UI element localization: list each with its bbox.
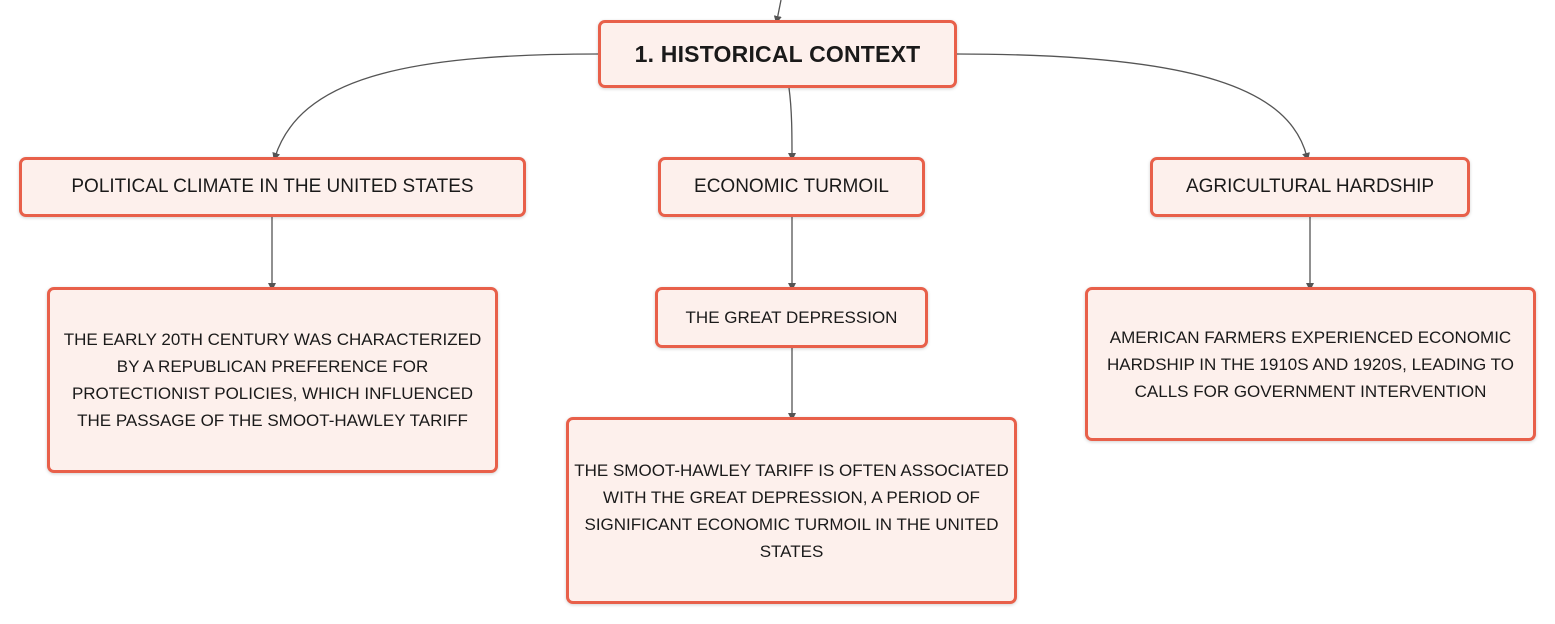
node-great-depression-detail[interactable]: THE SMOOT-HAWLEY TARIFF IS OFTEN ASSOCIA…: [566, 417, 1017, 604]
node-historical-context[interactable]: 1. HISTORICAL CONTEXT: [598, 20, 957, 88]
node-political-climate-label: POLITICAL CLIMATE IN THE UNITED STATES: [71, 176, 474, 197]
connector-root-to-agricultural: [956, 53, 1310, 161]
node-political-climate-detail-text: THE EARLY 20TH CENTURY WAS CHARACTERIZED…: [63, 330, 482, 430]
node-economic-turmoil-label: ECONOMIC TURMOIL: [694, 176, 889, 197]
node-agricultural-hardship-label: AGRICULTURAL HARDSHIP: [1185, 176, 1435, 197]
node-great-depression-label: THE GREAT DEPRESSION: [685, 307, 898, 327]
node-economic-turmoil[interactable]: ECONOMIC TURMOIL: [658, 157, 925, 217]
node-agricultural-hardship-detail-text: AMERICAN FARMERS EXPERIENCED ECONOMIC HA…: [1107, 327, 1514, 401]
connector-root-to-political: [272, 53, 599, 161]
node-agricultural-hardship-detail[interactable]: AMERICAN FARMERS EXPERIENCED ECONOMIC HA…: [1085, 287, 1536, 441]
connector-parent-to-root: [773, 0, 782, 24]
node-great-depression[interactable]: THE GREAT DEPRESSION: [655, 287, 928, 348]
node-great-depression-detail-text: THE SMOOT-HAWLEY TARIFF IS OFTEN ASSOCIA…: [574, 460, 1009, 561]
connector-root-to-economic: [787, 87, 796, 161]
node-historical-context-label: 1. HISTORICAL CONTEXT: [634, 40, 921, 67]
node-political-climate-detail[interactable]: THE EARLY 20TH CENTURY WAS CHARACTERIZED…: [47, 287, 498, 473]
node-agricultural-hardship[interactable]: AGRICULTURAL HARDSHIP: [1150, 157, 1470, 217]
node-political-climate[interactable]: POLITICAL CLIMATE IN THE UNITED STATES: [19, 157, 526, 217]
